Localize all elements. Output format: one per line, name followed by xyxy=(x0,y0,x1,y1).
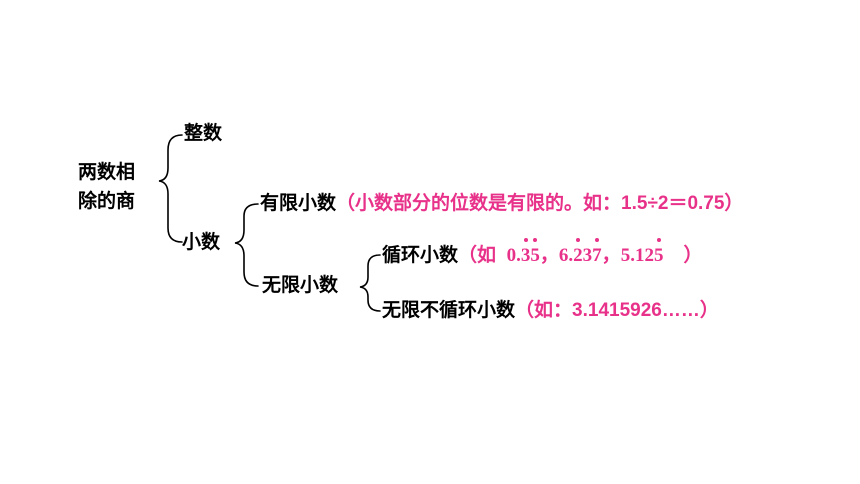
nonrepeating-note-close: ） xyxy=(699,299,719,321)
repeat-dot xyxy=(523,238,528,242)
finite-note-open: （小数部分的位数是有限的。如： xyxy=(336,192,622,214)
infinite-decimal-label: 无限小数 xyxy=(262,274,339,296)
finite-note-close: ） xyxy=(724,192,744,214)
ex3-dotted-digit-1: 5 xyxy=(654,238,663,265)
nonrepeating-note-open: （如： xyxy=(515,299,573,321)
repeat-dot xyxy=(594,238,599,242)
ex2-dotted-digit-2: 7 xyxy=(592,238,602,265)
repeating-sep-1: ， xyxy=(539,244,559,266)
brace-root xyxy=(158,134,183,243)
ex1-dotted-digit-2: 5 xyxy=(530,238,540,265)
repeating-note-close: ） xyxy=(683,244,703,266)
nonrepeating-example: 3.1415926…… xyxy=(572,300,700,321)
repeat-dot xyxy=(575,238,580,242)
ex2-base: 6. xyxy=(558,245,574,266)
brace-decimal xyxy=(234,203,259,287)
finite-note-example: 1.5÷2＝0.75 xyxy=(621,193,725,214)
ex1-dotted-digit-1: 3 xyxy=(521,238,530,265)
repeating-note-open: （如 xyxy=(458,244,497,266)
nonrepeating-decimal-label: 无限不循环小数 xyxy=(382,299,516,321)
repeating-sep-2: ， xyxy=(601,244,621,266)
repeat-dot xyxy=(533,238,538,242)
decimal-label: 小数 xyxy=(182,231,221,253)
finite-decimal-row: 有限小数（小数部分的位数是有限的。如：1.5÷2＝0.75） xyxy=(260,192,744,214)
ex3-base: 5.12 xyxy=(620,245,654,266)
root-label-line1: 两数相 xyxy=(78,161,136,183)
root-label-line2: 除的商 xyxy=(78,190,136,212)
integer-label: 整数 xyxy=(184,122,223,144)
ex2-dotted-digit-1: 2 xyxy=(573,238,583,265)
brace-infinite xyxy=(359,254,381,312)
nonrepeating-decimal-row: 无限不循环小数（如：3.1415926……） xyxy=(382,299,719,321)
finite-decimal-label: 有限小数 xyxy=(260,192,337,214)
ex2-mid-digit: 3 xyxy=(582,245,593,266)
ex1-base: 0. xyxy=(506,245,521,266)
repeating-decimal-label: 循环小数 xyxy=(382,244,459,266)
repeat-dot xyxy=(656,238,661,242)
